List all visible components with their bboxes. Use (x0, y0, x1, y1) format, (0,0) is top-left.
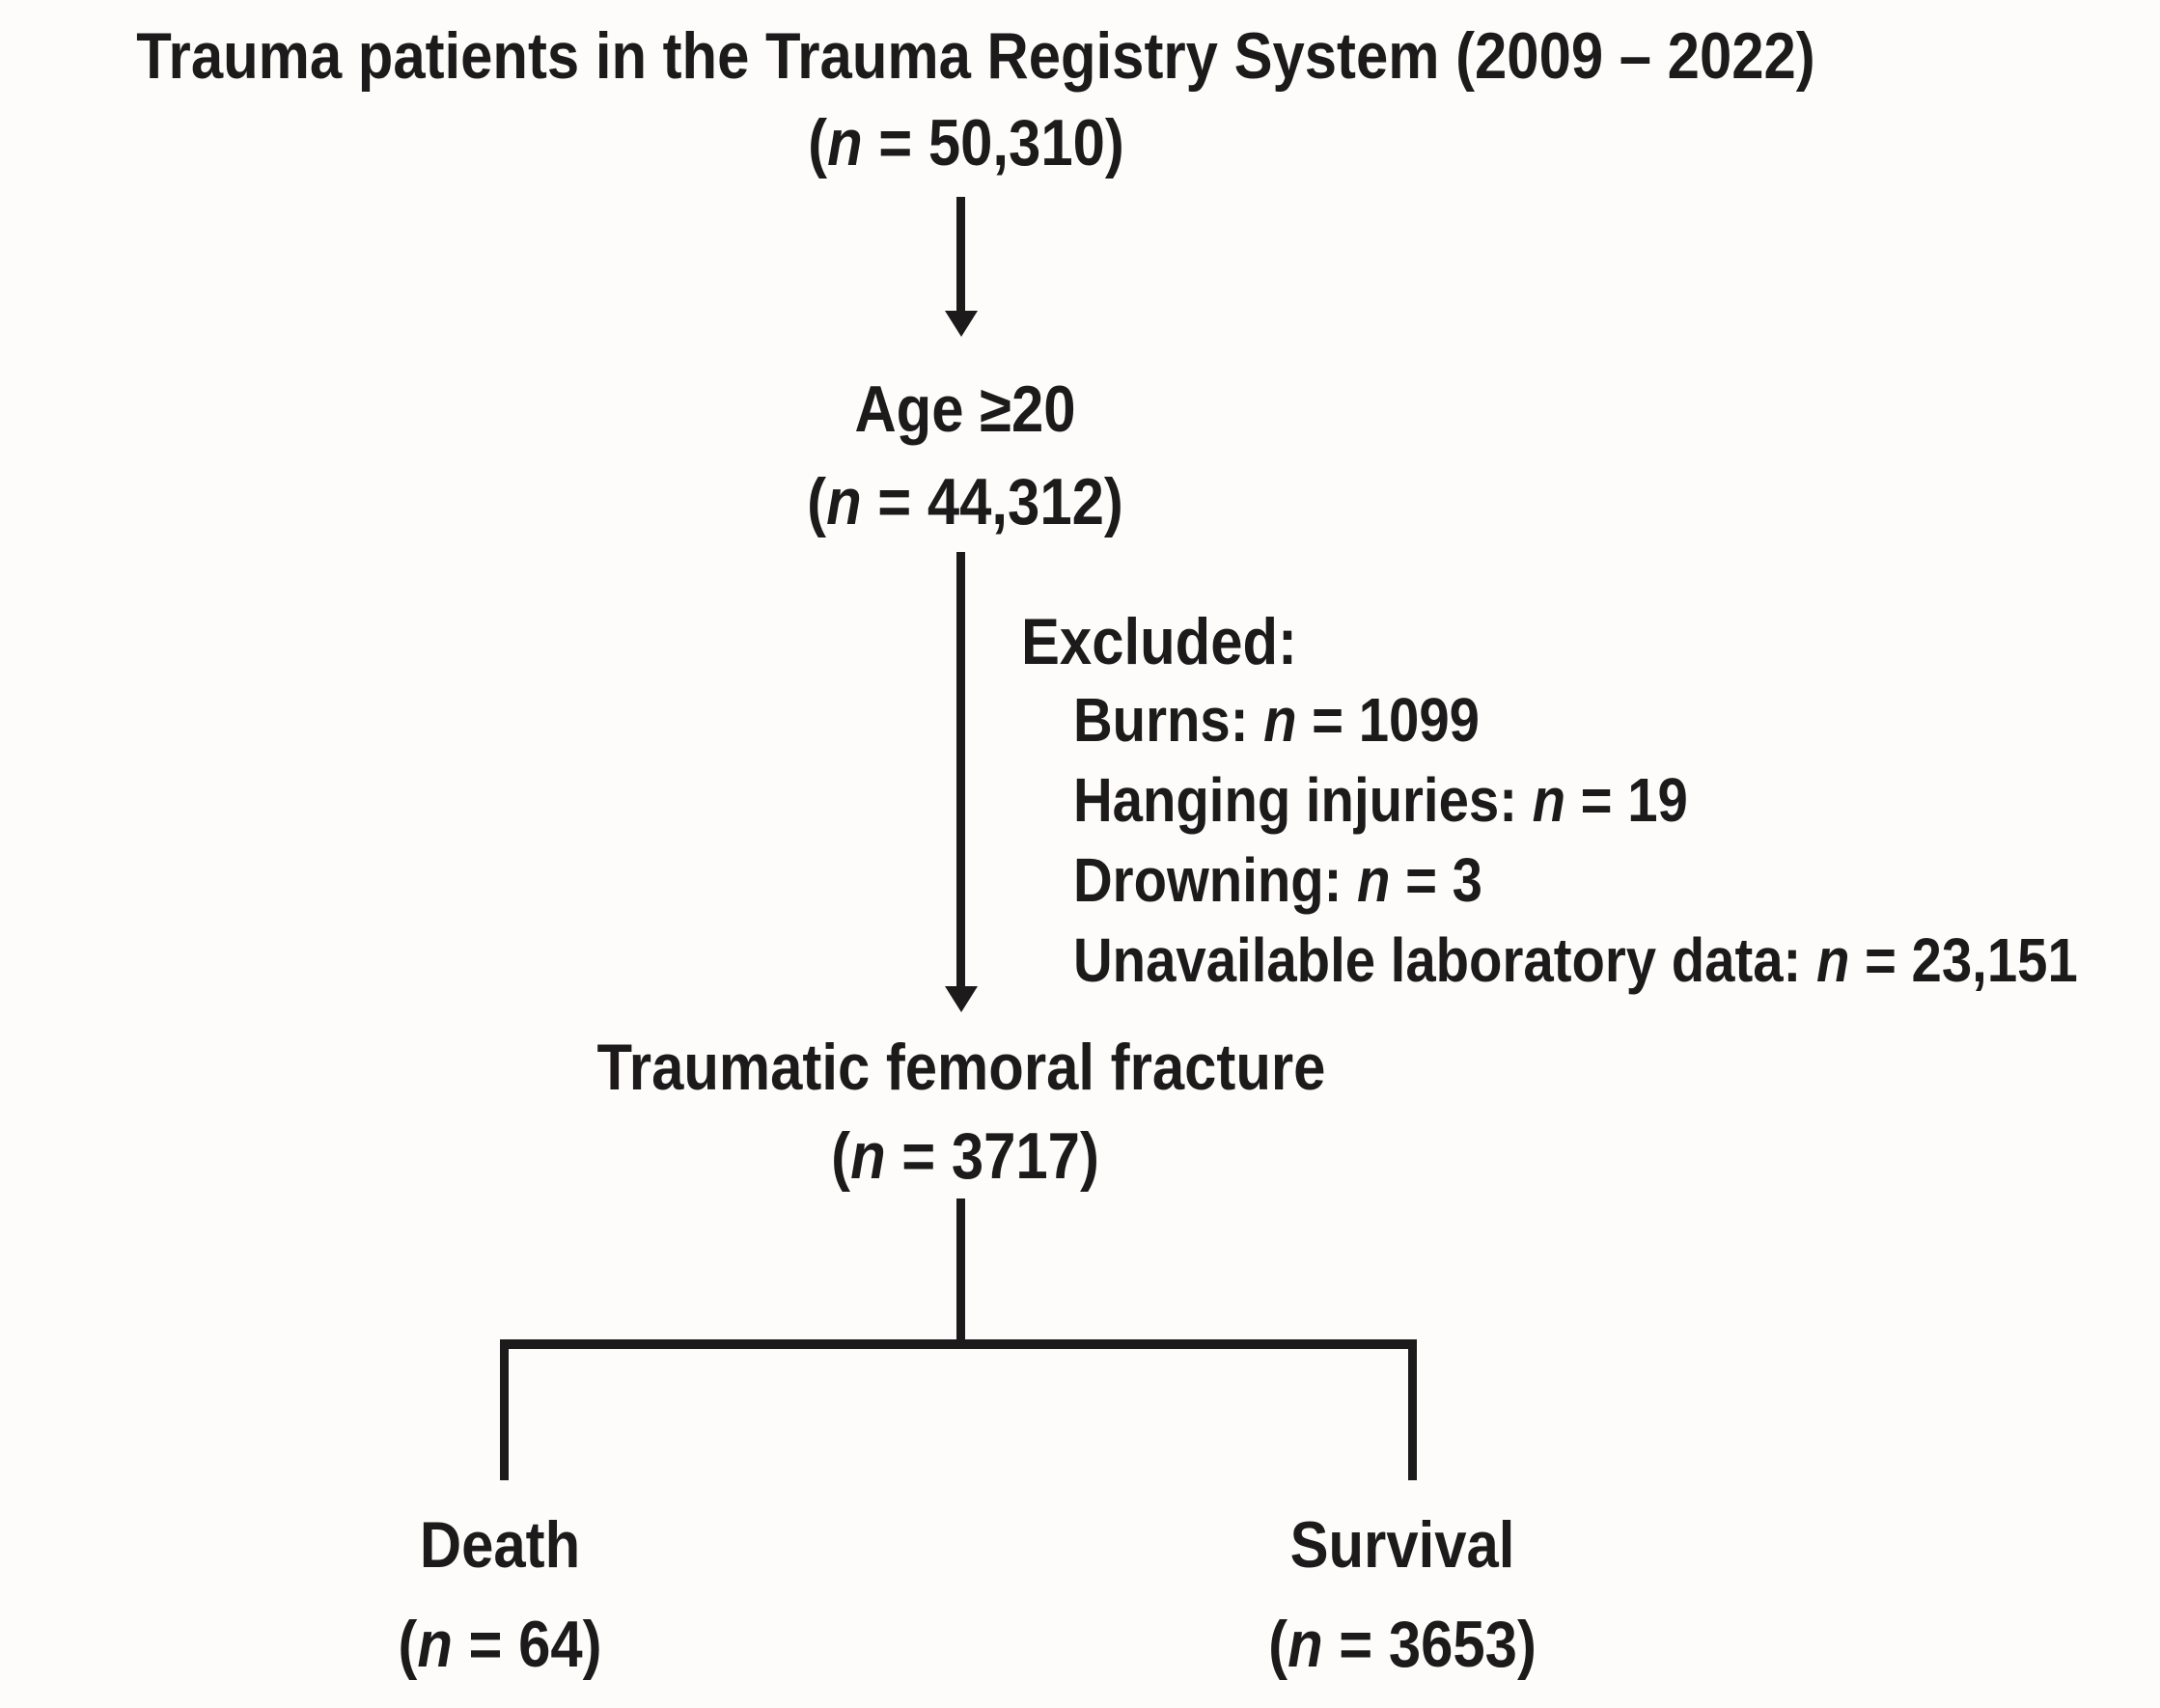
open-paren: ( (398, 1608, 418, 1681)
excluded-item-hanging: Hanging injuries: n = 19 (1073, 769, 1772, 831)
n-symbol: n (1357, 845, 1391, 915)
count-value: = 44,312) (861, 465, 1123, 538)
age-node-title-text: Age ≥20 (854, 372, 1076, 446)
arrow-age-to-fracture-shaft (956, 552, 965, 988)
branch-stem-line (956, 1198, 965, 1344)
death-node-count: (n = 64) (384, 1612, 616, 1677)
n-symbol: n (1288, 1608, 1323, 1681)
item-label: Burns: (1073, 685, 1264, 755)
item-label: Unavailable laboratory data: (1073, 925, 1816, 995)
fracture-node-title: Traumatic femoral fracture (547, 1034, 1375, 1100)
count-value: = 3717) (885, 1119, 1099, 1193)
fracture-node-count: (n = 3717) (813, 1123, 1118, 1189)
item-value: = 19 (1565, 765, 1688, 835)
item-label: Hanging injuries: (1073, 765, 1533, 835)
death-node-title: Death (409, 1512, 592, 1578)
open-paren: ( (831, 1119, 851, 1193)
survival-node-count-text: (n = 3653) (1268, 1612, 1537, 1677)
n-symbol: n (1532, 765, 1566, 835)
arrow-age-to-fracture-head-icon (945, 986, 978, 1012)
item-label: Drowning: (1073, 845, 1358, 915)
branch-horizontal-line (500, 1339, 1417, 1349)
branch-left-drop-line (500, 1339, 509, 1480)
n-symbol: n (826, 465, 862, 538)
excluded-item-text: Burns: n = 1099 (1073, 689, 1480, 751)
survival-node-count: (n = 3653) (1250, 1612, 1555, 1677)
excluded-item-burns: Burns: n = 1099 (1073, 689, 1535, 751)
excluded-header-text: Excluded: (1021, 605, 1297, 678)
n-symbol: n (1263, 685, 1297, 755)
excluded-item-lab-data: Unavailable laboratory data: n = 23,151 (1073, 929, 2160, 991)
open-paren: ( (808, 106, 828, 179)
arrow-root-to-age-shaft (956, 197, 965, 313)
excluded-item-drowning: Drowning: n = 3 (1073, 849, 1538, 911)
excluded-item-text: Hanging injuries: n = 19 (1073, 769, 1688, 831)
root-node-title-text: Trauma patients in the Trauma Registry S… (136, 19, 1815, 93)
excluded-header: Excluded: (1021, 609, 1335, 675)
fracture-node-count-text: (n = 3717) (831, 1123, 1099, 1189)
survival-node-title: Survival (1275, 1512, 1531, 1578)
age-node-count-text: (n = 44,312) (807, 469, 1123, 535)
branch-right-drop-line (1408, 1339, 1417, 1480)
arrow-root-to-age-head-icon (945, 311, 978, 337)
death-node-title-text: Death (419, 1508, 581, 1582)
death-node-count-text: (n = 64) (398, 1612, 601, 1677)
open-paren: ( (807, 465, 827, 538)
item-value: = 1099 (1296, 685, 1480, 755)
age-node-title: Age ≥20 (840, 376, 1091, 442)
n-symbol: n (417, 1608, 453, 1681)
root-node-count-text: (n = 50,310) (808, 110, 1124, 176)
root-node-count: (n = 50,310) (787, 110, 1146, 176)
count-value: = 50,310) (862, 106, 1124, 179)
item-value: = 3 (1390, 845, 1482, 915)
count-value: = 64) (452, 1608, 602, 1681)
n-symbol: n (1815, 925, 1850, 995)
age-node-count: (n = 44,312) (786, 469, 1145, 535)
survival-node-title-text: Survival (1289, 1508, 1515, 1582)
count-value: = 3653) (1322, 1608, 1537, 1681)
item-value: = 23,151 (1849, 925, 2078, 995)
n-symbol: n (850, 1119, 886, 1193)
fracture-node-title-text: Traumatic femoral fracture (596, 1031, 1326, 1104)
excluded-item-text: Unavailable laboratory data: n = 23,151 (1073, 929, 2078, 991)
excluded-item-text: Drowning: n = 3 (1073, 849, 1482, 911)
open-paren: ( (1268, 1608, 1288, 1681)
root-node-title: Trauma patients in the Trauma Registry S… (22, 23, 1930, 89)
n-symbol: n (827, 106, 863, 179)
